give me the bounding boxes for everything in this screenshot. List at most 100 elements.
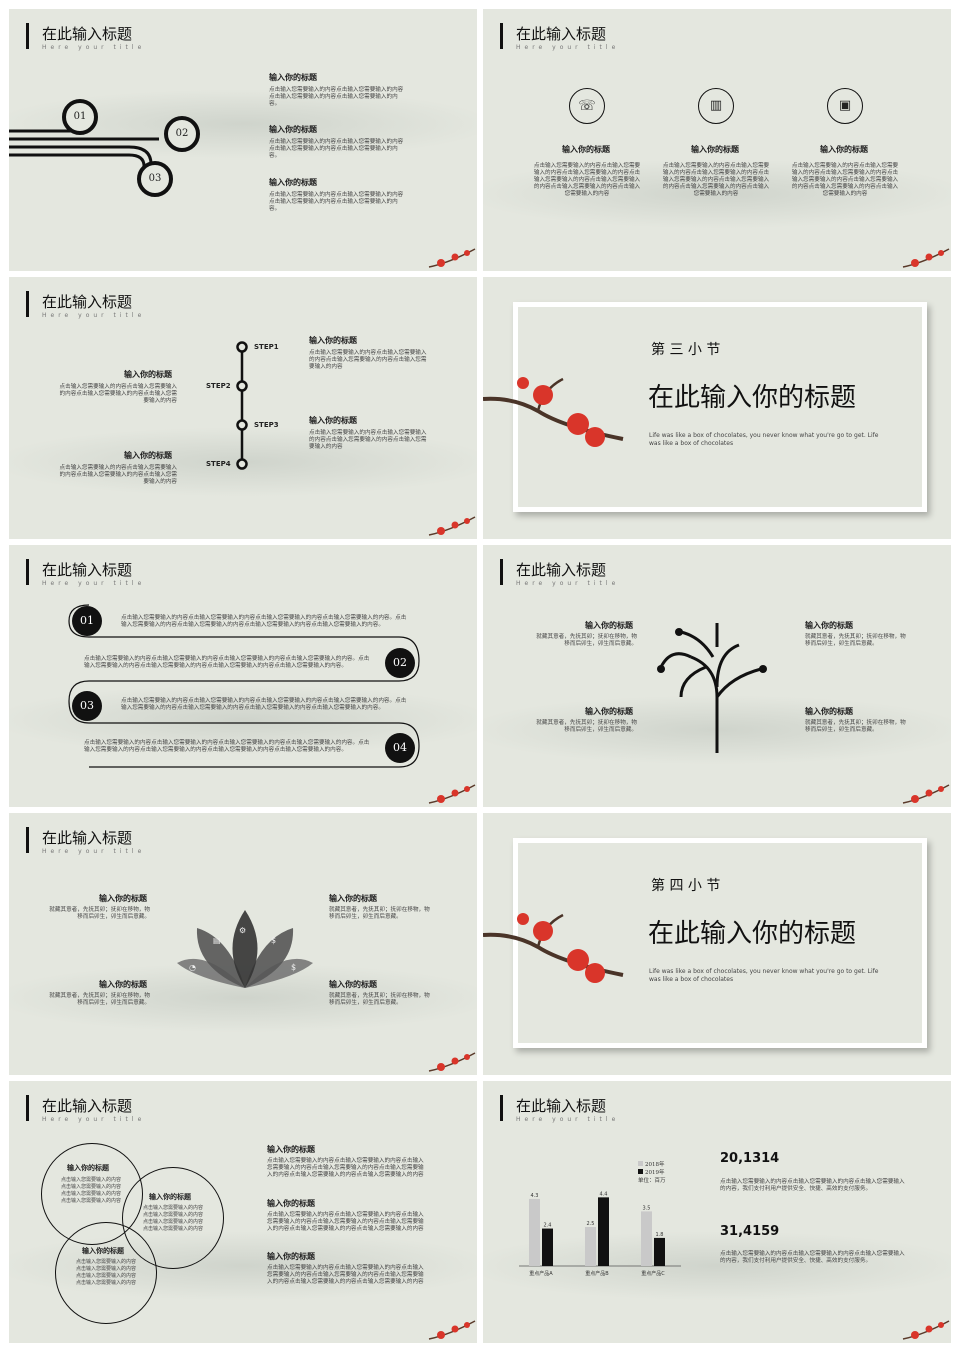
slide-title: 在此输入标题 [42,293,133,311]
bar-2019年-重点产品B [598,1197,609,1266]
stat-text: 点击输入您需要输入的内容点击输入您需要输入的内容点击输入您需要输入的内容，我们支… [720,1251,905,1264]
item-title: 输入你的标题 [309,335,357,345]
item-title: 输入你的标题 [269,177,317,187]
bar-2018年-重点产品C [641,1211,652,1266]
slide-subtitle: Here your title [42,580,146,587]
row-text: 点击输入您需要输入的内容点击输入您需要输入的内容点击输入您需要输入的内容点击输入… [121,615,407,628]
item-title: 输入你的标题 [267,1251,315,1261]
item-title: 输入你的标题 [269,124,317,134]
section-title: 在此输入你的标题 [648,383,857,413]
item-title: 输入你的标题 [820,144,868,154]
section-label: 第 四 小 节 [651,878,721,894]
svg-text:$: $ [291,963,296,972]
slide-title: 在此输入标题 [516,25,607,43]
bar-2019年-重点产品C [654,1237,665,1266]
step-label: STEP2 [206,382,231,390]
item-text: 就藏其意者，先抚其卯；抚卯在移物，物移而后卯生，卯生而后意藏。 [805,720,906,733]
item-text: 点击输入您需要输入的内容点击输入您需要输入的内容点击输入您需要输入的内容点击输入… [309,350,427,370]
legend-swatch-2018 [638,1161,643,1166]
tree-diagram [657,623,767,753]
plum-branch-icon [483,913,624,983]
item-text: 点击输入您需要输入的内容点击输入您需要输入的内容点击输入您需要输入的内容点击输入… [267,1212,424,1232]
slide-7[interactable]: 在此输入标题 Here your title ▤ ⚙ $ ◔ $ 输入你的标题 … [9,813,477,1075]
section-text: Life was like a box of chocolates, you n… [649,432,879,447]
slide-subtitle: Here your title [42,848,146,855]
chat-icon: ▣ [827,88,863,124]
title-bar [500,559,503,585]
chart-legend: 2018年 2019年 单位：百万 [638,1161,666,1185]
category-label: 重点产品A [529,1270,553,1277]
number-circle-02: 02 [385,648,415,678]
venn-circle [55,1222,157,1324]
slide-3[interactable]: 在此输入标题 Here your title STEP1 STEP2 STEP3… [9,277,477,539]
slide-2[interactable]: 在此输入标题 Here your title ☏ ▥ ▣ 输入你的标题 点击输入… [483,9,951,271]
plum-blossom-icon [902,248,950,268]
data-label: 3.5 [643,1205,651,1211]
slide-5[interactable]: 在此输入标题 Here your title 01 02 03 04 点击输入您… [9,545,477,807]
item-title: 输入你的标题 [309,415,357,425]
bar-2018年-重点产品A [529,1198,540,1266]
item-title: 输入你的标题 [269,72,317,82]
item-title: 输入你的标题 [585,620,633,630]
data-label: 2.5 [587,1221,595,1227]
plum-blossom-icon [428,516,476,536]
item-text: 点击输入您需要输入的内容点击输入您需要输入的内容点击输入您需要输入的内容点击输入… [269,192,404,212]
svg-text:$: $ [271,936,276,945]
item-text: 就藏其意者，先抚其卯；抚卯在移物，物移而后卯生，卯生而后意藏。 [329,993,430,1006]
slide-subtitle: Here your title [516,1116,620,1123]
slide-title: 在此输入标题 [42,561,133,579]
slide-9[interactable]: 在此输入标题 Here your title 输入你的标题 点击输入您需要输入的… [9,1081,477,1343]
bar-2018年-重点产品B [585,1227,596,1266]
item-text: 就藏其意者，先抚其卯；抚卯在移物，物移而后卯生，卯生而后意藏。 [536,720,637,733]
slide-title: 在此输入标题 [42,25,133,43]
venn-circle [122,1167,224,1269]
data-label: 2.4 [544,1223,552,1229]
bar-2019年-重点产品A [542,1228,553,1266]
step-timeline [236,341,248,470]
title-bar [26,827,29,853]
phone-icon: ☏ [569,88,605,124]
svg-text:◔: ◔ [189,963,196,972]
legend-label: 2018年 [645,1162,665,1168]
slide-title: 在此输入标题 [516,1097,607,1115]
item-text: 点击输入您需要输入的内容点击输入您需要输入的内容点击输入您需要输入的内容点击输入… [791,163,899,197]
slide-8-section[interactable]: 第 四 小 节 在此输入你的标题 Life was like a box of … [483,813,951,1075]
item-title: 输入你的标题 [691,144,739,154]
title-bar [26,23,29,49]
item-text: 点击输入您需要输入的内容点击输入您需要输入的内容点击输入您需要输入的内容点击输入… [59,384,177,404]
slide-subtitle: Here your title [516,580,620,587]
item-text: 就藏其意者，先抚其卯；抚卯在移物，物移而后卯生，卯生而后意藏。 [805,634,906,647]
title-bar [26,559,29,585]
number-circle-04: 04 [385,733,415,763]
stat-value: 31,4159 [720,1224,780,1239]
slide-6[interactable]: 在此输入标题 Here your title 输入你的标题 就藏其意者，先抚其卯… [483,545,951,807]
row-text: 点击输入您需要输入的内容点击输入您需要输入的内容点击输入您需要输入的内容点击输入… [84,740,370,753]
ribbon-lines [9,129,159,167]
chart-icon: ▥ [698,88,734,124]
circle-title: 输入你的标题 [82,1246,124,1255]
item-text: 点击输入您需要输入的内容点击输入您需要输入的内容点击输入您需要输入的内容点击输入… [267,1158,424,1178]
slide-title: 在此输入标题 [516,561,607,579]
category-label: 重点产品C [641,1270,665,1277]
title-bar [500,1095,503,1121]
item-text: 点击输入您需要输入的内容点击输入您需要输入的内容点击输入您需要输入的内容点击输入… [267,1265,424,1285]
item-title: 输入你的标题 [99,893,147,903]
plum-blossom-icon [902,784,950,804]
slide-title: 在此输入标题 [42,1097,133,1115]
lotus-diagram: ▤ ⚙ $ ◔ $ [177,910,313,988]
item-title: 输入你的标题 [585,706,633,716]
item-title: 输入你的标题 [329,893,377,903]
slide-1[interactable]: 在此输入标题 Here your title 01 02 03 输入你的标题 点… [9,9,477,271]
title-bar [26,291,29,317]
item-text: 就藏其意者，先抚其卯；抚卯在移物，物移而后卯生，卯生而后意藏。 [536,634,637,647]
slide-10[interactable]: 在此输入标题 Here your title 2018年 2019年 单位：百万… [483,1081,951,1343]
item-text: 就藏其意者，先抚其卯；抚卯在移物，物移而后卯生，卯生而后意藏。 [49,907,150,920]
item-text: 点击输入您需要输入的内容点击输入您需要输入的内容点击输入您需要输入的内容点击输入… [662,163,770,197]
item-title: 输入你的标题 [329,979,377,989]
step-label: STEP1 [254,343,279,351]
circle-text: 点击输入您需要输入的内容点击输入您需要输入的内容点击输入您需要输入的内容点击输入… [76,1259,137,1286]
plum-blossom-icon [428,248,476,268]
number-circle-01: 01 [72,606,102,636]
slide-4-section[interactable]: 第 三 小 节 在此输入你的标题 Life was like a box of … [483,277,951,539]
